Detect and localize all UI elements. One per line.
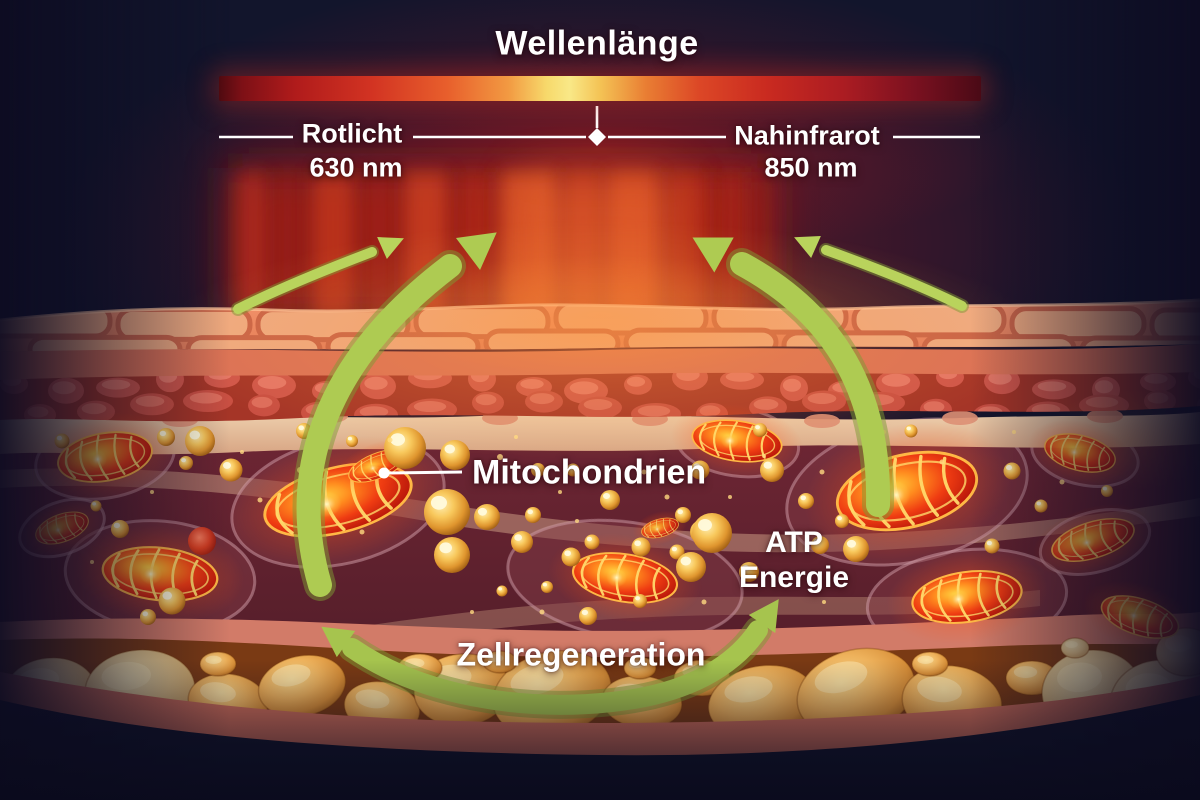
atp-orb — [753, 423, 767, 437]
arc-left-head-icon — [321, 626, 356, 658]
sparkle-dot — [514, 435, 518, 439]
atp-orb — [760, 458, 784, 482]
atp-orb — [633, 594, 647, 608]
atp-orb — [346, 435, 358, 447]
atp-energy-label: ATP Energie — [739, 525, 849, 595]
red-light-label: Rotlicht — [301, 118, 403, 149]
atp-orb — [511, 531, 533, 553]
sparkle-dot — [359, 529, 365, 535]
atp-orb — [525, 507, 541, 523]
atp-label-line1: ATP — [765, 525, 823, 559]
atp-orb — [675, 507, 691, 523]
atp-orb — [631, 537, 651, 557]
arrow-up-right-thin-head-icon — [377, 237, 404, 259]
sparkle-dot — [575, 519, 579, 523]
atp-orb — [384, 427, 426, 469]
sparkle-dot — [819, 469, 825, 475]
near-infrared-label: Nahinfrarot — [734, 120, 880, 151]
atp-orb — [496, 585, 508, 597]
sparkle-dot — [240, 450, 244, 454]
cell-regeneration-label: Zellregeneration — [456, 636, 706, 673]
near-infrared-value: 850 nm — [764, 152, 858, 183]
sparkle-dot — [257, 497, 263, 503]
papilla-oval — [942, 411, 978, 425]
atp-orb — [692, 513, 732, 553]
atp-orb — [541, 581, 553, 593]
scale-diamond-marker-icon — [588, 128, 606, 146]
sparkle-dot — [664, 494, 670, 500]
atp-orb — [676, 552, 706, 582]
atp-orb — [579, 607, 597, 625]
atp-orb — [600, 490, 620, 510]
wavelength-gradient-bar — [219, 76, 981, 101]
mitochondria-label: Mitochondrien — [472, 453, 707, 492]
atp-orb — [440, 440, 470, 470]
atp-orb — [904, 424, 918, 438]
sparkle-dot — [939, 459, 945, 465]
sparkle-dot — [762, 454, 766, 458]
atp-orb — [584, 534, 600, 550]
bottom-vignette — [0, 660, 1200, 800]
atp-orb — [424, 489, 470, 535]
sparkle-dot — [470, 610, 474, 614]
sparkle-dot — [558, 490, 562, 494]
atp-orb — [474, 504, 500, 530]
sparkle-dot — [497, 454, 503, 460]
arrow-up-right-thick-head-icon — [455, 232, 497, 270]
arrow-up-left-thick-head-icon — [692, 237, 734, 273]
atp-orb — [434, 537, 470, 573]
arrow-up-left-thin-head-icon — [794, 236, 821, 258]
sparkle-dot — [641, 469, 647, 475]
red-light-value: 630 nm — [309, 152, 403, 183]
arrow-up-left-thick — [730, 252, 891, 517]
sparkle-dot — [701, 599, 707, 605]
sparkle-dot — [387, 437, 393, 443]
arrow-up-left-thin — [821, 245, 967, 311]
atp-orb — [561, 547, 581, 567]
page-title: Wellenlänge — [495, 24, 699, 63]
atp-orb — [798, 493, 814, 509]
arrow-up-right-thick — [296, 254, 462, 597]
arc-right-head-icon — [748, 599, 779, 633]
sparkle-dot — [728, 495, 732, 499]
sparkle-dot — [822, 600, 826, 604]
warm-light-hotspot — [350, 255, 850, 375]
wavelength-scale-lines — [219, 106, 980, 139]
sparkle-dot — [539, 609, 545, 615]
atp-label-line2: Energie — [738, 561, 850, 594]
mitochondria-pointer — [378, 467, 463, 479]
arrow-up-right-thin — [233, 247, 377, 314]
